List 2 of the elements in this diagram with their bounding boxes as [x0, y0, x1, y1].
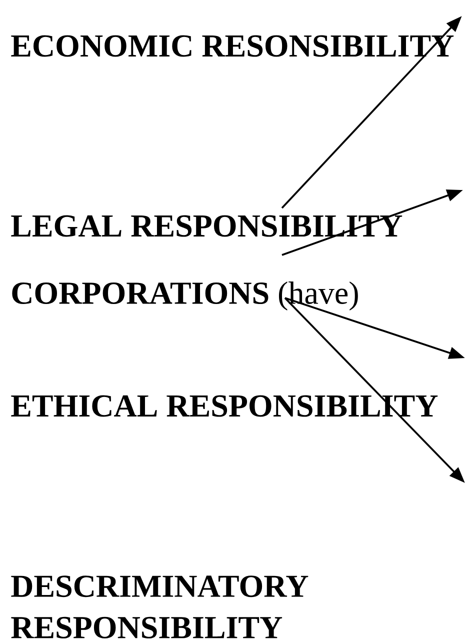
label-text: DESCRIMINATORY RESPONSIBILITY — [11, 576, 308, 638]
label-text: CORPORATIONS (have) — [12, 282, 358, 311]
